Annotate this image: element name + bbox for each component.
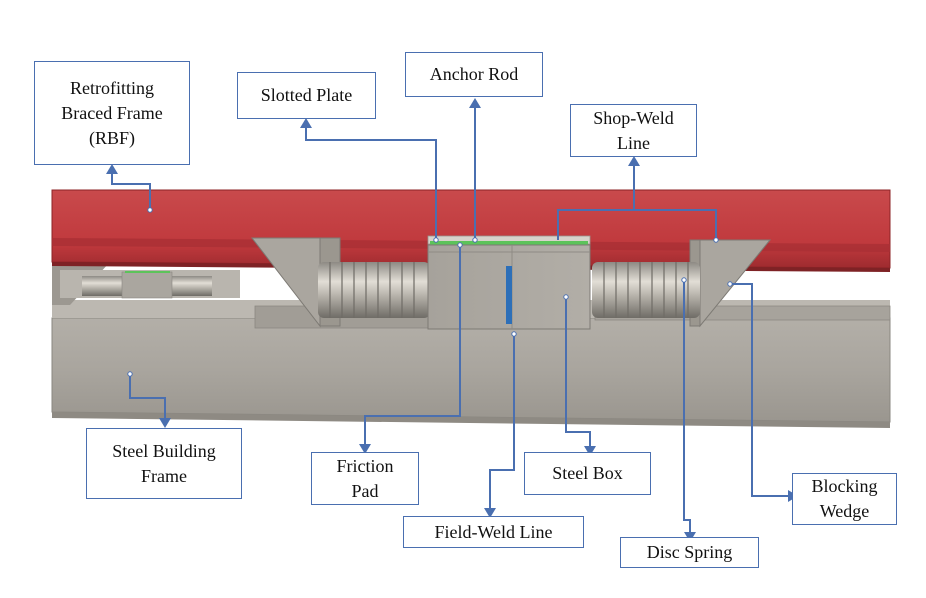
background-assembly bbox=[52, 262, 240, 305]
leader-dots bbox=[127, 207, 733, 377]
label-steel-box: Steel Box bbox=[524, 452, 651, 495]
left-disc-spring bbox=[318, 262, 430, 318]
label-anchor-rod: Anchor Rod bbox=[405, 52, 543, 97]
leader-lines bbox=[111, 104, 790, 534]
label-field-weld-line: Field-Weld Line bbox=[403, 516, 584, 548]
label-slotted-plate: Slotted Plate bbox=[237, 72, 376, 119]
friction-pad bbox=[430, 241, 588, 245]
field-weld-line bbox=[506, 266, 512, 324]
label-steel-building-frame: Steel Building Frame bbox=[86, 428, 242, 499]
label-shop-weld-line: Shop-Weld Line bbox=[570, 104, 697, 157]
label-blocking-wedge: Blocking Wedge bbox=[792, 473, 897, 525]
label-friction-pad: Friction Pad bbox=[311, 452, 419, 505]
right-disc-spring bbox=[592, 262, 700, 318]
label-rbf: Retrofitting Braced Frame (RBF) bbox=[34, 61, 190, 165]
label-disc-spring: Disc Spring bbox=[620, 537, 759, 568]
